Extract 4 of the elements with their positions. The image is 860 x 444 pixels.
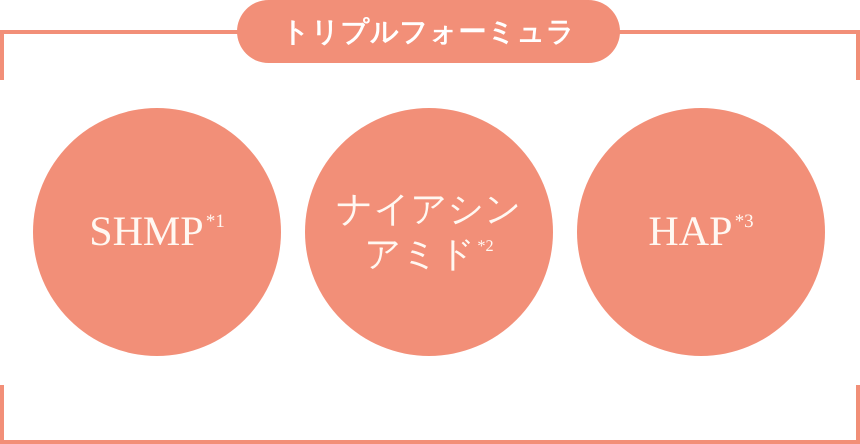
- ingredient-name: SHMP$^{*1}$: [89, 208, 225, 257]
- ingredient-name: HAP$^{*3}$: [648, 208, 754, 257]
- heading-pill: トリプルフォーミュラ: [237, 0, 620, 63]
- ingredient-name: ナイアシンアミド$^{*2}$: [336, 188, 522, 276]
